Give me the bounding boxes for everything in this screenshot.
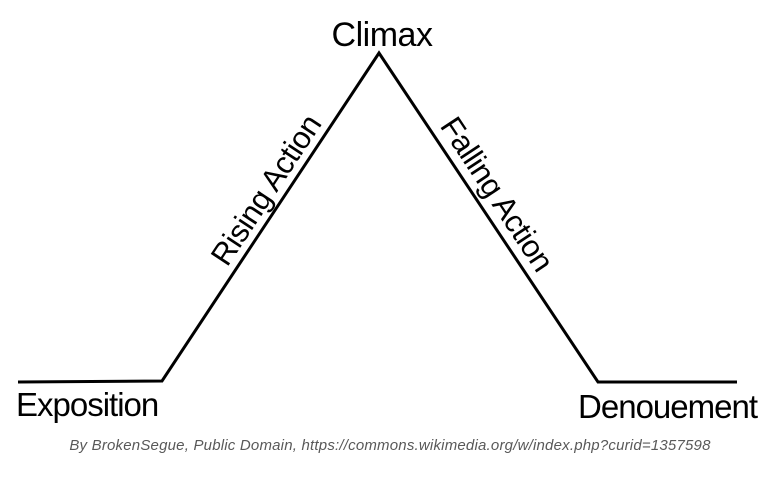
- exposition-label: Exposition: [16, 386, 159, 423]
- story-arc-polyline: [17, 50, 737, 384]
- attribution-text: By BrokenSegue, Public Domain, https://c…: [69, 437, 711, 454]
- denouement-label: Denouement: [578, 388, 758, 425]
- climax-label: Climax: [331, 16, 433, 54]
